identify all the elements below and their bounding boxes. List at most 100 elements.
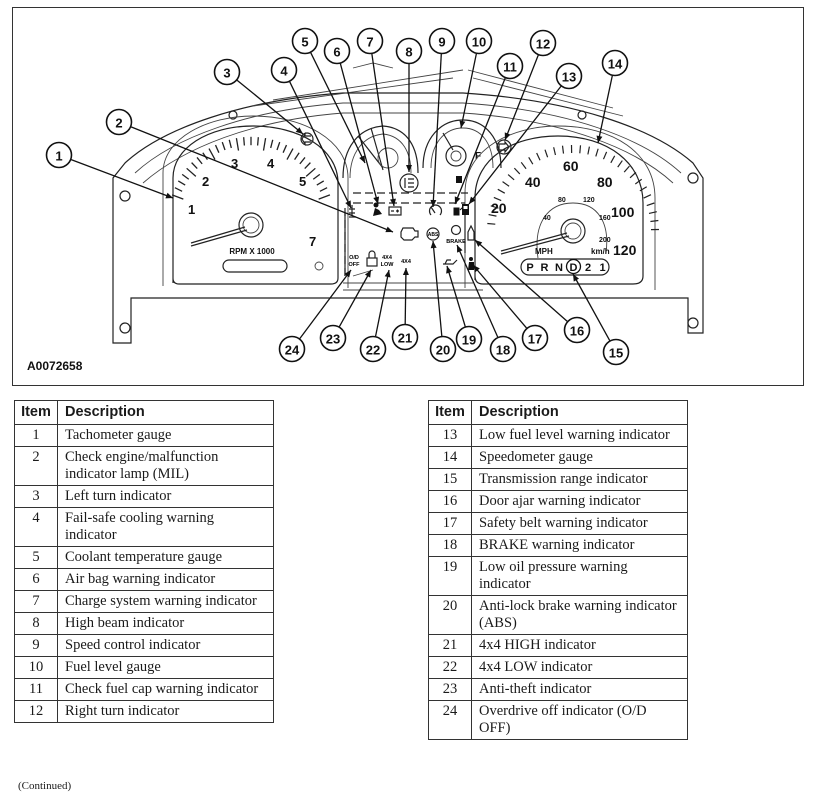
- gear-position: 2: [585, 262, 591, 274]
- arrowhead: [359, 155, 365, 163]
- leader-line: [130, 126, 394, 233]
- callout-19: 19: [455, 325, 483, 353]
- 4x4-low-bottom-label: LOW: [381, 262, 395, 268]
- right-turn-icon: [496, 139, 512, 155]
- tick-mark: [312, 173, 321, 180]
- callout-17: 17: [521, 324, 549, 352]
- speedo-needle: [500, 232, 568, 252]
- item-number: 13: [428, 424, 472, 447]
- arrowhead: [165, 192, 173, 199]
- tach-label-7: 7: [309, 234, 316, 249]
- item-description: 4x4 HIGH indicator: [471, 634, 688, 657]
- tick-mark: [262, 138, 267, 151]
- leader-line: [454, 77, 506, 205]
- tick-mark: [316, 180, 325, 186]
- item-column-header: Item: [428, 400, 472, 425]
- svg-text:ABS: ABS: [428, 232, 439, 238]
- item-number: 1: [14, 424, 58, 447]
- tick-mark: [487, 222, 496, 225]
- item-number: 9: [14, 634, 58, 657]
- item-number: 16: [428, 490, 472, 513]
- leader-line: [432, 53, 442, 208]
- leader-line: [374, 269, 390, 337]
- selected-gear-ring: [565, 258, 582, 275]
- tachometer-ticks: [171, 136, 331, 200]
- callout-number: 8: [405, 45, 412, 60]
- tick-mark: [561, 145, 565, 154]
- speedo-hub: [560, 218, 586, 244]
- item-number: 7: [14, 590, 58, 613]
- leader-line: [504, 54, 539, 141]
- arrowhead: [430, 199, 437, 207]
- item-number: 15: [428, 468, 472, 491]
- tick-mark: [174, 187, 183, 192]
- tick-mark: [228, 139, 232, 149]
- callout-21: 21: [391, 323, 419, 351]
- item-number: 12: [14, 700, 58, 723]
- tick-mark: [520, 161, 527, 170]
- tick-mark: [221, 141, 226, 151]
- callout-number: 6: [333, 45, 340, 60]
- arrowhead: [345, 200, 351, 208]
- speedo-kmh-80: 80: [558, 197, 566, 204]
- callout-number: 12: [536, 37, 550, 52]
- callout-number: 20: [436, 343, 450, 358]
- callout-10: 10: [465, 27, 493, 55]
- 4x4-low-top-label: 4X4: [382, 255, 393, 261]
- speedometer-ticks: [487, 145, 659, 231]
- tick-mark: [196, 157, 203, 165]
- callout-2: 2: [105, 108, 133, 136]
- speedo-mph-120: 120: [613, 242, 637, 258]
- speedo-mph-20: 20: [491, 200, 507, 216]
- speedometer-gauge: 20 40 60 80 100 120 40 80 120 160 200 MP…: [464, 125, 659, 290]
- item-description: 4x4 LOW indicator: [471, 656, 688, 679]
- low-fuel-icon: [462, 204, 469, 215]
- callout-number: 19: [462, 333, 476, 348]
- tach-hub: [238, 212, 264, 238]
- tach-label-5: 5: [299, 174, 306, 189]
- tick-mark: [513, 167, 521, 175]
- off-label: OFF: [349, 262, 361, 268]
- callout-3: 3: [213, 58, 241, 86]
- callout-18: 18: [489, 335, 517, 363]
- arrowhead: [573, 274, 580, 282]
- brake-icon: BRAKE: [446, 224, 466, 245]
- tick-mark: [648, 211, 657, 215]
- item-description: Check fuel cap warning indicator: [57, 678, 274, 701]
- leader-line: [310, 52, 366, 164]
- table-header-row: Item Description: [14, 400, 274, 425]
- abs-icon: ABS: [426, 227, 440, 241]
- gear-position: N: [555, 262, 563, 274]
- callout-16: 16: [563, 316, 591, 344]
- item-description: Safety belt warning indicator: [471, 512, 688, 535]
- tick-mark: [497, 188, 506, 194]
- arrowhead: [504, 132, 511, 140]
- tick-mark: [507, 174, 515, 181]
- callout-number: 18: [496, 343, 510, 358]
- description-column-header: Description: [471, 400, 688, 425]
- arrowhead: [344, 270, 351, 278]
- item-number: 5: [14, 546, 58, 569]
- arrowhead: [446, 266, 452, 274]
- odometer-display: [222, 259, 288, 273]
- callout-number: 23: [326, 332, 340, 347]
- item-description: Air bag warning indicator: [57, 568, 274, 591]
- item-number: 4: [14, 507, 58, 547]
- tick-mark: [294, 152, 300, 160]
- callout-6: 6: [323, 37, 351, 65]
- leader-line: [597, 75, 613, 144]
- callout-20: 20: [429, 335, 457, 363]
- tachometer-gauge: 1 2 3 4 5 7 RPM X 1000: [162, 115, 349, 288]
- airbag-icon: [373, 202, 382, 216]
- speedo-mph-100: 100: [611, 204, 635, 220]
- speedo-mph-60: 60: [563, 158, 579, 174]
